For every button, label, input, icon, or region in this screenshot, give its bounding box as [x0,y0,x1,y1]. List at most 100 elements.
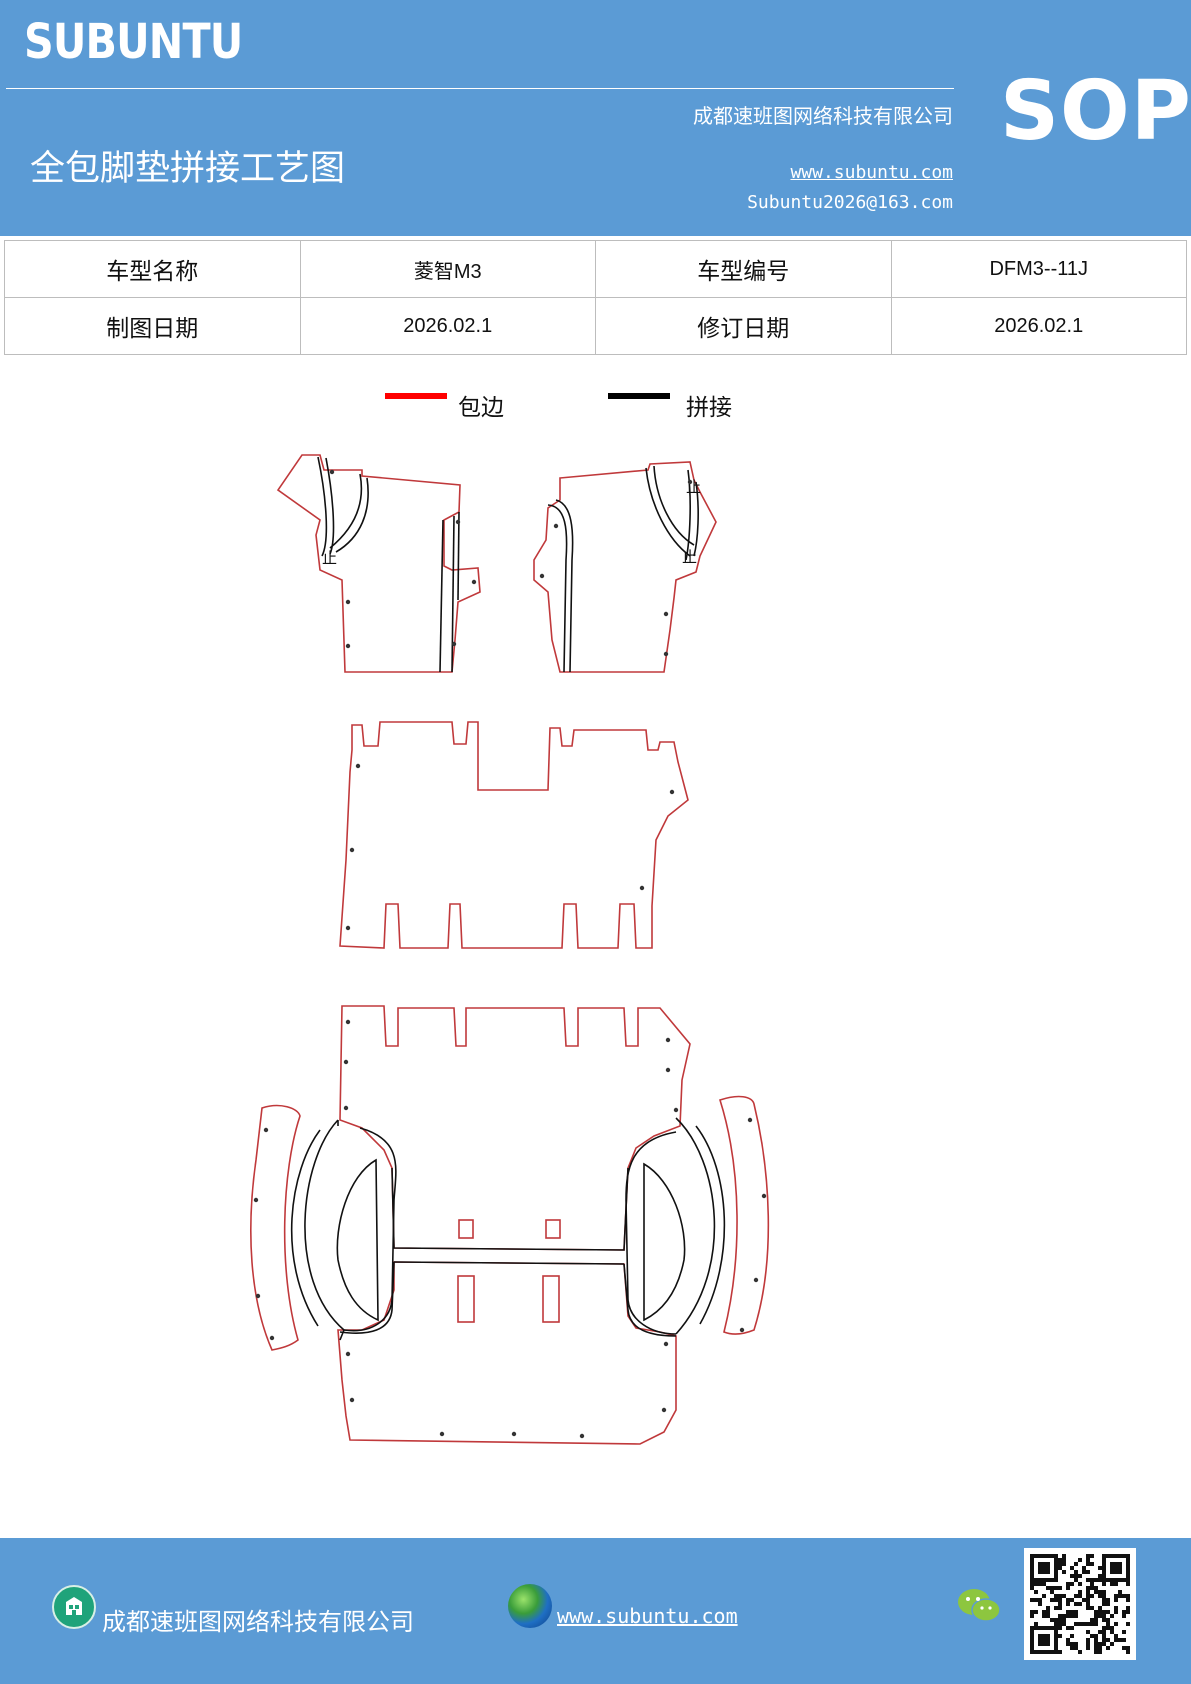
right-arch-inner [643,1162,686,1322]
fastener-hole [329,469,335,475]
fastener-hole [739,1327,745,1333]
seam-line [653,465,695,546]
fastener-hole [345,1019,351,1025]
fastener-hole [355,763,361,769]
fastener-hole [349,1397,355,1403]
fastener-hole [539,573,545,579]
fastener-hole [663,1341,669,1347]
brand-logo: SUBUNTU [24,14,243,70]
fastener-hole [687,479,693,485]
fastener-hole [761,1193,767,1199]
draw-date-value: 2026.02.1 [299,297,596,355]
seam-line [693,481,699,557]
model-code-label: 车型编号 [595,240,892,298]
seam-line [695,1125,726,1325]
fastener-hole [579,1433,585,1439]
email-address: Subuntu2026@163.com [747,192,953,213]
seam-line [343,1127,397,1332]
right-arch-outer [719,1095,770,1335]
globe-icon [508,1584,552,1628]
front-right-mat [533,461,717,673]
fastener-hole [263,1127,269,1133]
fastener-hole [345,643,351,649]
fastener-hole [343,1105,349,1111]
seam-line [393,1261,625,1265]
seam-line [339,1261,395,1334]
seam-line [625,1131,677,1335]
fastener-hole [639,885,645,891]
middle-mat [339,721,689,949]
page-title: 全包脚垫拼接工艺图 [30,149,346,189]
fastener-hole [665,1037,671,1043]
model-name-label: 车型名称 [4,240,301,298]
cutout [542,1275,560,1323]
fastener-hole [269,1335,275,1341]
website-link[interactable]: www.subuntu.com [790,162,953,183]
fastener-hole [439,1431,445,1437]
fastener-hole [455,519,461,525]
fastener-hole [553,523,559,529]
floor-mat-drawing: 止 止 止 [250,454,770,1445]
qr-code [1024,1548,1136,1660]
fastener-hole [673,1107,679,1113]
seam-line [685,469,691,561]
seam-line [451,515,455,673]
fastener-hole [665,1067,671,1073]
fastener-hole [753,1277,759,1283]
seam-line [675,1117,716,1335]
fastener-hole [663,611,669,617]
seam-line [329,473,363,549]
left-arch-inner [336,1158,379,1322]
seam-line [439,519,444,673]
fastener-hole [669,789,675,795]
model-code-value: DFM3--11J [890,240,1187,298]
seam-line [547,504,568,673]
draw-date-label: 制图日期 [4,297,301,355]
seam-line [304,1119,345,1331]
fastener-hole [343,1059,349,1065]
fastener-hole [253,1197,259,1203]
cutout [458,1219,474,1239]
legend-label-seam: 拼接 [686,395,732,421]
left-arch-outer [250,1104,301,1351]
legend-red-line [385,393,447,399]
seam-line [325,457,335,555]
model-name-value: 菱智M3 [299,240,596,298]
company-name: 成都速班图网络科技有限公司 [693,104,953,128]
stop-marker: 止 [682,548,697,566]
seam-line [317,456,328,557]
footer-company-name: 成都速班图网络科技有限公司 [102,1608,414,1636]
vehicle-info-table: 车型名称 菱智M3 车型编号 DFM3--11J 制图日期 2026.02.1 … [4,240,1187,355]
front-left-mat [276,454,481,673]
footer-website-link[interactable]: www.subuntu.com [557,1604,738,1628]
table-row: 车型名称 菱智M3 车型编号 DFM3--11J [4,240,1187,298]
table-row: 制图日期 2026.02.1 修订日期 2026.02.1 [4,297,1187,355]
fastener-hole [255,1293,261,1299]
seam-line [555,499,574,673]
seam-line [645,467,691,557]
fastener-hole [451,641,457,647]
seam-line [391,1167,629,1251]
fastener-hole [471,579,477,585]
legend-black-line [608,393,670,399]
seam-line [457,511,460,601]
header-banner [0,0,1191,236]
stop-marker: 止 [322,549,337,567]
fastener-hole [345,1351,351,1357]
fastener-hole [661,1407,667,1413]
fastener-hole [511,1431,517,1437]
fastener-hole [345,599,351,605]
sop-badge: SOP [1000,64,1191,159]
seam-line [337,1120,345,1341]
seam-line [290,1129,321,1327]
revise-date-value: 2026.02.1 [890,297,1187,355]
fastener-hole [349,847,355,853]
seam-line [623,1263,677,1337]
wechat-icon[interactable] [956,1586,1002,1626]
rear-mat-lower [337,1261,677,1445]
fastener-hole [747,1117,753,1123]
fastener-hole [663,651,669,657]
cutout [457,1275,475,1323]
header-divider [6,88,954,89]
fastener-hole [345,925,351,931]
